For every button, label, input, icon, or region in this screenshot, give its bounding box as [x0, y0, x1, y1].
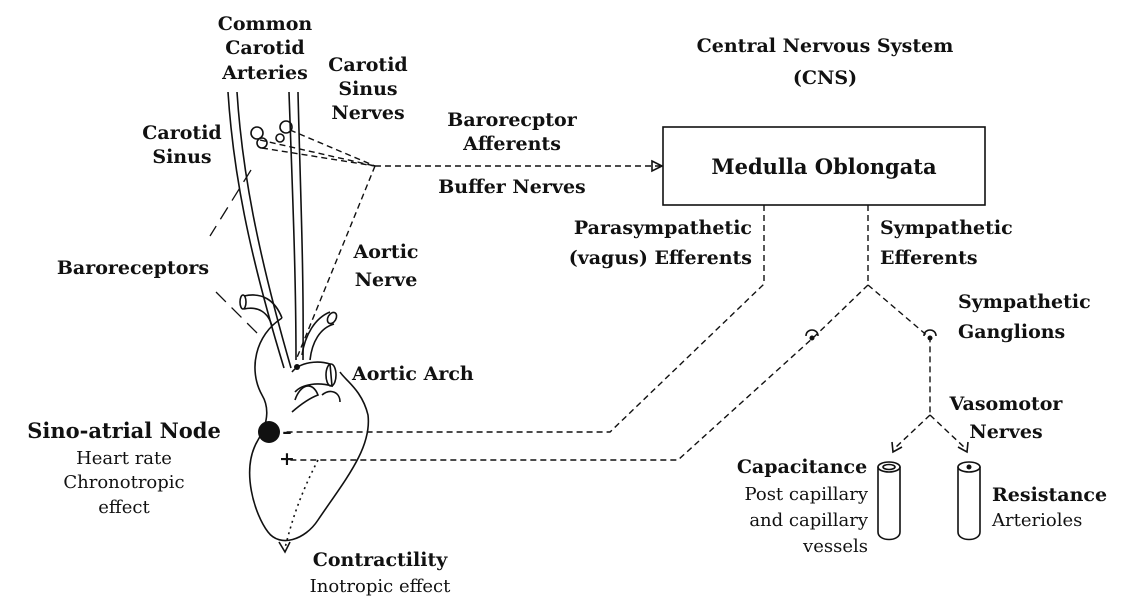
label-resistance: Resistance: [992, 484, 1107, 506]
sympathetic-to-vessels: [868, 285, 930, 415]
contractility-arrow: [285, 460, 318, 548]
label-sa-node: Sino-atrial Node: [27, 418, 221, 443]
label-capacitance: Capacitance: [737, 456, 867, 478]
label-arteries: Arteries: [221, 62, 308, 84]
label-aortic-nerve-1: Aortic: [353, 241, 419, 263]
label-baroreceptors: Baroreceptors: [57, 257, 209, 279]
label-carotid-sinus-2: Sinus: [152, 146, 211, 168]
resistance-lumen: [967, 465, 972, 470]
carotid-sinus-bulb-right-2: [276, 134, 284, 142]
label-capacitance-desc-1: Post capillary: [744, 484, 868, 505]
right-carotid-inner: [298, 92, 303, 360]
label-medulla: Medulla Oblongata: [711, 154, 937, 179]
label-capacitance-desc-3: vessels: [802, 536, 868, 557]
parasympathetic-line: [286, 205, 764, 432]
resistance-vessel: [958, 462, 980, 540]
heart: [240, 295, 368, 552]
label-ganglions-1: Sympathetic: [958, 291, 1091, 313]
label-sa-desc-3: effect: [98, 497, 150, 518]
label-contractility-desc: Inotropic effect: [310, 576, 451, 597]
heart-inner-curve: [292, 386, 318, 412]
afferent-nerves: [210, 130, 662, 360]
label-afferents-1: Barorecptor: [447, 109, 577, 131]
left-carotid-inner: [237, 92, 291, 368]
capacitance-top: [878, 462, 900, 472]
label-sa-desc-2: Chronotropic: [63, 472, 184, 493]
label-minus: –: [282, 421, 292, 443]
carotid-sinus-nerve-1: [260, 140, 375, 166]
label-common: Common: [218, 13, 313, 35]
baroreceptor-pointer-1: [210, 170, 251, 236]
ganglion-left-dot: [810, 336, 815, 341]
label-parasymp-2: (vagus) Efferents: [569, 247, 752, 269]
label-buffer-nerves: Buffer Nerves: [438, 176, 585, 198]
label-cns-1: Central Nervous System: [697, 35, 954, 57]
label-resistance-desc: Arterioles: [991, 510, 1082, 531]
label-carotid: Carotid: [225, 37, 304, 59]
label-parasymp-1: Parasympathetic: [574, 217, 752, 239]
vasomotor-to-capacitance: [895, 415, 930, 448]
label-aortic-nerve-2: Nerve: [355, 269, 418, 291]
capacitance-lumen: [883, 465, 895, 470]
resistance-body: [958, 467, 980, 540]
label-aortic-arch: Aortic Arch: [351, 363, 474, 385]
aortic-junction-dot: [294, 364, 300, 370]
label-symp-efferents-1: Sympathetic: [880, 217, 1013, 239]
label-afferents-2: Afferents: [462, 133, 561, 155]
label-contractility: Contractility: [313, 549, 448, 571]
contractility-arrowhead: [279, 542, 290, 552]
ganglion-right-dot: [928, 336, 933, 341]
right-stub-vessel: [302, 312, 334, 360]
carotid-sinus-nerve-3: [262, 148, 375, 166]
label-capacitance-desc-2: and capillary: [749, 510, 869, 531]
label-plus: +: [279, 448, 295, 470]
capacitance-vessel: [878, 462, 900, 540]
left-stub-opening: [240, 295, 246, 309]
label-csn-3: Nerves: [331, 102, 404, 124]
carotid-arteries: [228, 92, 303, 370]
sa-node-dot: [258, 421, 280, 443]
carotid-sinus-bulb-left: [251, 127, 263, 139]
carotid-sinus-bulb-left-2: [257, 138, 267, 148]
baroreceptor-pointer-2: [216, 292, 262, 338]
label-vasomotor-1: Vasomotor: [949, 393, 1064, 415]
heart-inner-curve-2: [322, 391, 340, 402]
label-vasomotor-2: Nerves: [969, 421, 1042, 443]
aortic-nerve-line: [296, 166, 375, 360]
carotid-sinus-nerve-2: [290, 130, 375, 166]
ganglion-right: [924, 330, 936, 336]
label-symp-efferents-2: Efferents: [880, 247, 978, 269]
label-csn-2: Sinus: [338, 78, 397, 100]
label-cns-2: (CNS): [793, 67, 857, 89]
vasomotor-to-resistance: [930, 415, 965, 448]
label-ganglions-2: Ganglions: [958, 321, 1065, 343]
label-carotid-sinus-1: Carotid: [142, 122, 221, 144]
label-sa-desc-1: Heart rate: [76, 448, 172, 469]
label-csn-1: Carotid: [328, 54, 407, 76]
capacitance-body: [878, 467, 900, 540]
